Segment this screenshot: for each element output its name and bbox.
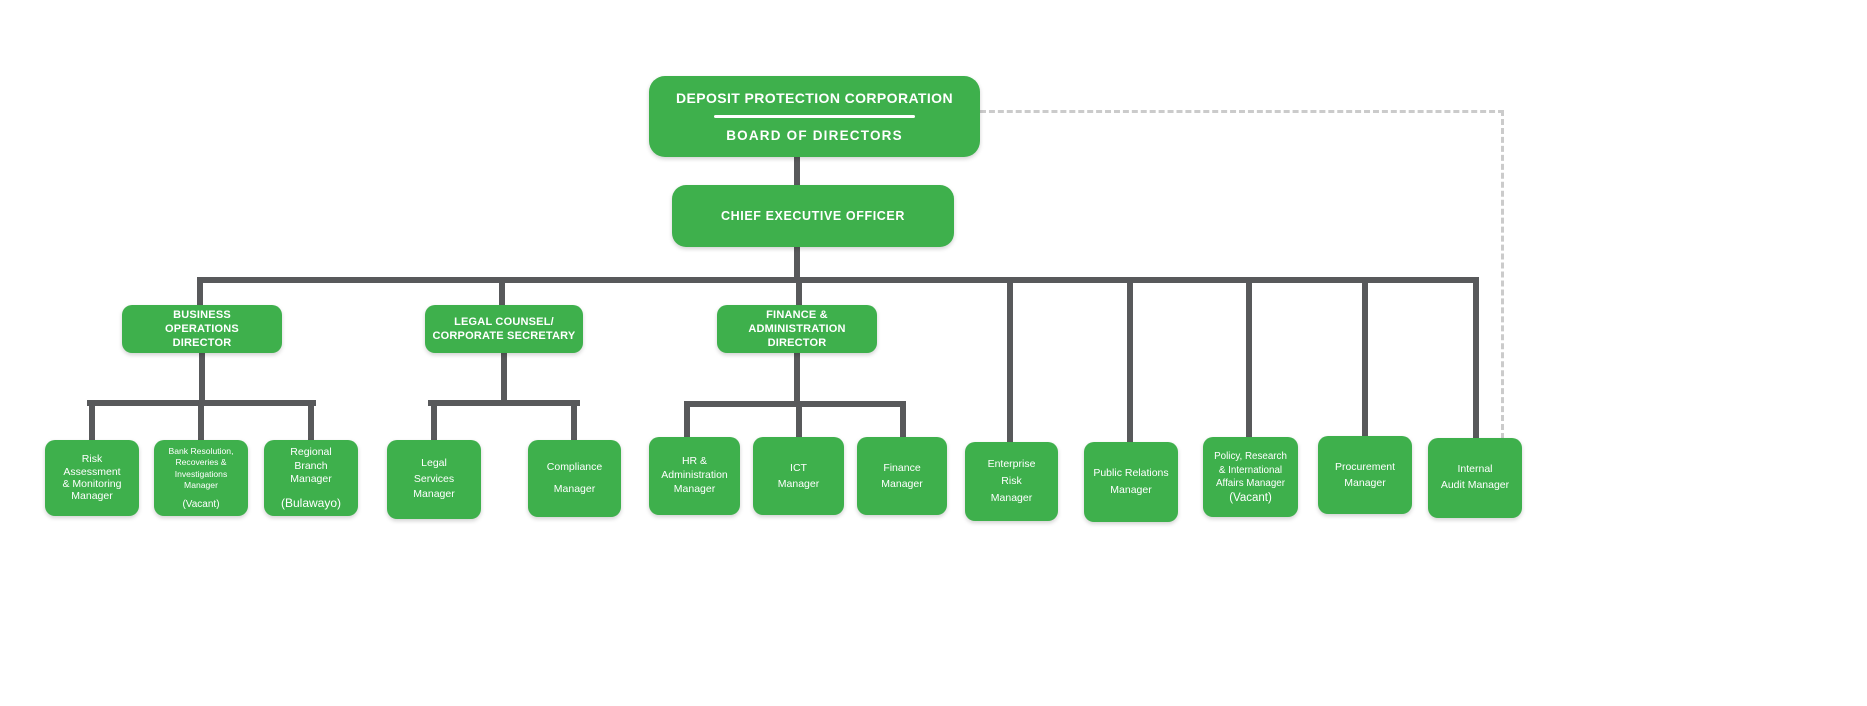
manager-box-regional-branch: Regional Branch Manager (Bulawayo) bbox=[264, 440, 358, 516]
connector-finance-stem bbox=[794, 352, 800, 405]
connector-dashed-board-to-audit-horizontal bbox=[980, 110, 1504, 113]
ceo-label: CHIEF EXECUTIVE OFFICER bbox=[721, 209, 905, 223]
connector-drop-hr-administration bbox=[684, 405, 690, 439]
manager-label: Internal Audit Manager bbox=[1440, 463, 1510, 491]
manager-label: ICT Manager bbox=[777, 461, 820, 490]
manager-label: HR & Administration Manager bbox=[661, 455, 728, 495]
manager-box-legal-services: Legal Services Manager bbox=[387, 440, 481, 519]
manager-label: Legal Services Manager bbox=[413, 456, 455, 501]
director-box-finance-administration: FINANCE & ADMINISTRATION DIRECTOR bbox=[717, 305, 877, 353]
manager-box-enterprise-risk: Enterprise Risk Manager bbox=[965, 442, 1058, 521]
connector-legal-stem bbox=[501, 352, 507, 404]
connector-bod-bar bbox=[87, 400, 316, 406]
connector-drop-finance-director bbox=[796, 281, 802, 307]
connector-drop-public-relations bbox=[1127, 281, 1133, 444]
board-subtitle: BOARD OF DIRECTORS bbox=[726, 128, 903, 143]
manager-label: Enterprise Risk Manager bbox=[987, 458, 1036, 504]
connector-drop-business-operations bbox=[197, 281, 203, 307]
vacant-note: (Vacant) bbox=[182, 498, 220, 510]
board-divider bbox=[714, 115, 915, 118]
connector-drop-legal-counsel bbox=[499, 281, 505, 307]
connector-bod-stem bbox=[199, 352, 205, 404]
connector-drop-ict bbox=[796, 405, 802, 439]
manager-label: Bank Resolution, Recoveries & Investigat… bbox=[168, 446, 234, 490]
connector-drop-bank-resolution bbox=[198, 404, 204, 442]
connector-legal-bar bbox=[428, 400, 580, 406]
director-label: LEGAL COUNSEL/ CORPORATE SECRETARY bbox=[432, 315, 576, 342]
manager-label: Finance Manager bbox=[881, 461, 923, 490]
manager-box-procurement: Procurement Manager bbox=[1318, 436, 1412, 514]
manager-box-hr-administration: HR & Administration Manager bbox=[649, 437, 740, 515]
manager-label: Regional Branch Manager bbox=[290, 445, 332, 486]
connector-board-to-ceo bbox=[794, 155, 800, 187]
director-label: FINANCE & ADMINISTRATION DIRECTOR bbox=[748, 308, 846, 350]
director-box-legal-counsel: LEGAL COUNSEL/ CORPORATE SECRETARY bbox=[425, 305, 583, 353]
connector-drop-enterprise-risk bbox=[1007, 281, 1013, 444]
ceo-box: CHIEF EXECUTIVE OFFICER bbox=[672, 185, 954, 247]
connector-drop-regional-branch bbox=[308, 404, 314, 442]
connector-drop-compliance bbox=[571, 404, 577, 442]
vacant-note: (Vacant) bbox=[1229, 492, 1272, 505]
connector-ceo-to-main-bar bbox=[794, 245, 800, 280]
manager-box-finance: Finance Manager bbox=[857, 437, 947, 515]
manager-box-compliance: Compliance Manager bbox=[528, 440, 621, 517]
director-box-business-operations: BUSINESS OPERATIONS DIRECTOR bbox=[122, 305, 282, 353]
connector-drop-legal-services bbox=[431, 404, 437, 442]
connector-drop-finance-manager bbox=[900, 405, 906, 439]
manager-box-risk-assessment: Risk Assessment & Monitoring Manager bbox=[45, 440, 139, 516]
manager-label: Public Relations Manager bbox=[1093, 467, 1169, 496]
manager-box-internal-audit: Internal Audit Manager bbox=[1428, 438, 1522, 518]
connector-drop-procurement bbox=[1362, 281, 1368, 438]
connector-main-bar bbox=[197, 277, 1479, 283]
connector-finance-bar bbox=[684, 401, 906, 407]
connector-drop-policy-research bbox=[1246, 281, 1252, 439]
manager-box-public-relations: Public Relations Manager bbox=[1084, 442, 1178, 522]
connector-dashed-board-to-audit-vertical bbox=[1501, 110, 1504, 439]
manager-box-ict: ICT Manager bbox=[753, 437, 844, 515]
director-label: BUSINESS OPERATIONS DIRECTOR bbox=[165, 308, 239, 350]
manager-label: Procurement Manager bbox=[1334, 460, 1396, 489]
manager-label: Compliance Manager bbox=[546, 460, 603, 495]
board-box: DEPOSIT PROTECTION CORPORATION BOARD OF … bbox=[649, 76, 980, 157]
manager-label: Risk Assessment & Monitoring Manager bbox=[62, 453, 122, 503]
bulawayo-note: (Bulawayo) bbox=[280, 496, 342, 511]
manager-label: Policy, Research & International Affairs… bbox=[1214, 450, 1287, 490]
manager-box-policy-research: Policy, Research & International Affairs… bbox=[1203, 437, 1298, 517]
board-title: DEPOSIT PROTECTION CORPORATION bbox=[676, 90, 953, 106]
connector-drop-internal-audit bbox=[1473, 281, 1479, 440]
manager-box-bank-resolution: Bank Resolution, Recoveries & Investigat… bbox=[154, 440, 248, 516]
connector-drop-risk-assessment bbox=[89, 404, 95, 442]
